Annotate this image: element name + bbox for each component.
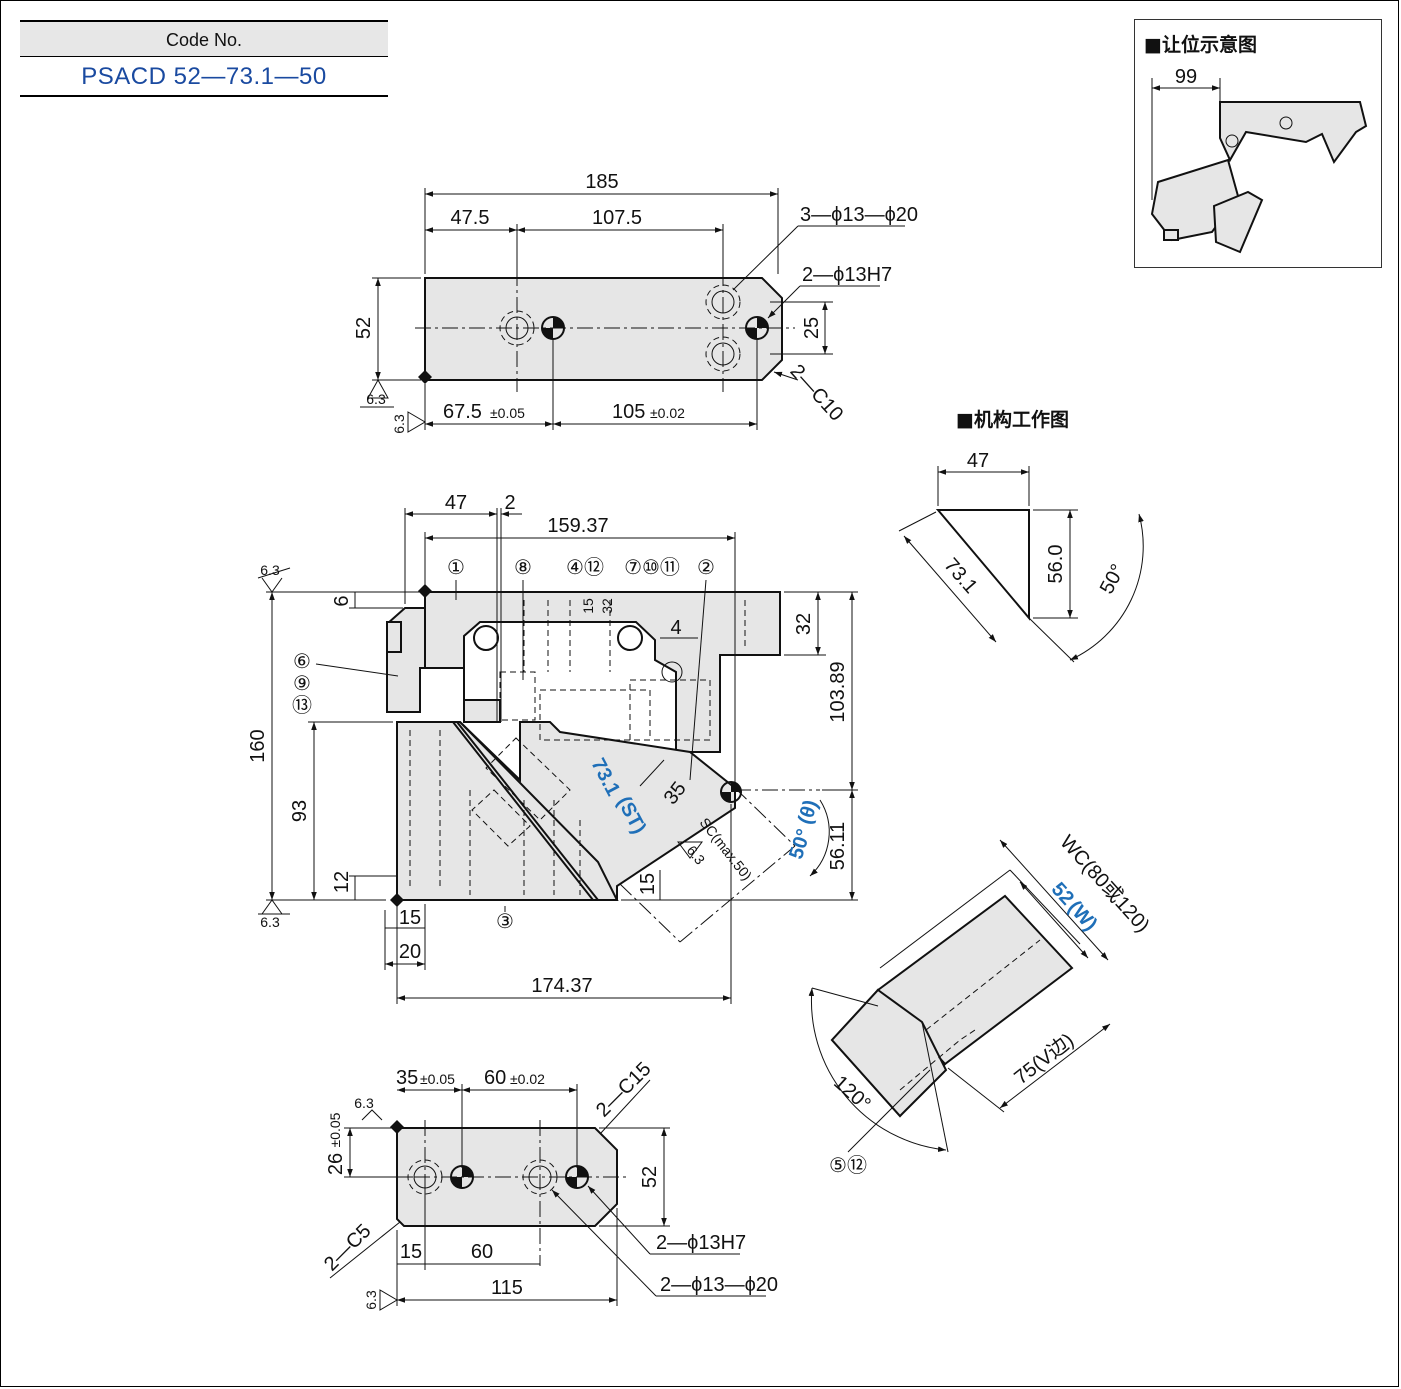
bottom-callout-holes: 2—ϕ13—ϕ20: [660, 1274, 778, 1296]
main-sc: SC(max.50): [697, 815, 756, 884]
clearance-dim-99: 99: [1175, 66, 1197, 88]
bottom-rough-2: 6.3: [363, 1290, 379, 1310]
main-dim-32a: 32: [599, 598, 615, 614]
main-dim-160: 160: [247, 729, 269, 762]
main-dim-32b: 32: [793, 613, 815, 635]
main-dim-4: 4: [670, 617, 681, 639]
mechanism-dim-47: 47: [967, 450, 989, 472]
top-plate-view: 185 47.5 107.5 3—ϕ13—ϕ20 2—ϕ13H7 52 25 2…: [353, 171, 918, 434]
bottom-tol-26: ±0.05: [327, 1112, 343, 1147]
main-dim-56: 56.11: [827, 822, 849, 871]
bottom-chamfer-c15: 2—C15: [592, 1058, 656, 1122]
bottom-dim-60b: 60: [471, 1241, 493, 1263]
label-9: ⑨: [293, 673, 311, 695]
iso-v75: 75(V边): [1010, 1029, 1078, 1090]
top-tol-105: ±0.02: [650, 405, 685, 421]
main-dim-15: 15: [580, 598, 596, 614]
top-callout-pins: 2—ϕ13H7: [802, 264, 892, 286]
main-dim-93: 93: [289, 800, 311, 822]
bottom-dim-60: 60: [484, 1067, 506, 1089]
mechanism-angle-50: 50°: [1096, 561, 1130, 598]
code-table-value: PSACD 52—73.1—50: [20, 57, 388, 97]
label-1: ①: [447, 557, 465, 579]
main-dim-20: 20: [399, 941, 421, 963]
clearance-title: ■让位示意图: [1144, 34, 1257, 56]
bottom-tol-60: ±0.02: [510, 1071, 545, 1087]
bottom-plate-view: 35 ±0.05 60 ±0.02 2—C15 26 ±0.05 6.3 52 …: [320, 1058, 778, 1311]
bottom-dim-26: 26: [325, 1153, 347, 1175]
label-6: ⑥: [293, 651, 311, 673]
label-7-10-11: ⑦⑩⑪: [624, 556, 680, 579]
label-13: ⑬: [292, 694, 312, 717]
main-angle: 50°: [785, 826, 815, 862]
main-dim-15b: 15: [399, 907, 421, 929]
main-dim-159: 159.37: [547, 515, 608, 537]
main-side-view: 47 2 159.37 ① ⑧ ④⑫ ⑦⑩⑪ ② 6 15 32 4 32 10…: [247, 492, 858, 1004]
bottom-dim-52: 52: [639, 1166, 661, 1188]
main-dim-174: 174.37: [531, 975, 592, 997]
mechanism-dim-73: 73.1: [939, 554, 981, 598]
mechanism-title: ■机构工作图: [956, 409, 1069, 431]
main-dim-15c: 15: [637, 873, 659, 895]
main-dim-6: 6: [331, 595, 353, 606]
iso-wedge-view: WC(80或120) 52 (W) 75(V边) 120° ⑤⑫: [808, 831, 1154, 1177]
clearance-sketch: 99: [1150, 66, 1368, 254]
mechanism-dim-56: 56.0: [1045, 545, 1067, 584]
top-callout-holes: 3—ϕ13—ϕ20: [800, 204, 918, 226]
main-dim-103: 103.89: [827, 661, 849, 722]
main-dim-2: 2: [504, 492, 515, 514]
label-4-12: ④⑫: [566, 556, 604, 579]
top-dim-25: 25: [801, 317, 823, 339]
bottom-dim-15: 15: [400, 1241, 422, 1263]
top-rough-2: 6.3: [391, 414, 407, 434]
top-dim-67-5: 67.5: [443, 401, 482, 423]
clearance-inset: [1134, 19, 1382, 268]
main-rough-3: 6.3: [684, 842, 709, 867]
bottom-rough-1: 6.3: [354, 1095, 374, 1111]
main-dim-47: 47: [445, 492, 467, 514]
top-dim-107-5: 107.5: [592, 207, 642, 229]
code-table: Code No. PSACD 52—73.1—50: [20, 20, 388, 97]
bottom-tol-35: ±0.05: [420, 1071, 455, 1087]
top-tol-67-5: ±0.05: [490, 405, 525, 421]
iso-label: ⑤⑫: [829, 1154, 867, 1177]
main-rough-1: 6.3: [260, 562, 280, 578]
iso-wc: WC(80或120): [1055, 831, 1154, 937]
top-dim-47-5: 47.5: [451, 207, 490, 229]
bottom-callout-pins: 2—ϕ13H7: [656, 1232, 746, 1254]
bottom-dim-35: 35: [396, 1067, 418, 1089]
top-chamfer: 2—C10: [786, 360, 848, 425]
bottom-dim-115: 115: [491, 1277, 523, 1299]
main-angle-tag: (θ): [794, 797, 822, 827]
code-table-header: Code No.: [20, 20, 388, 57]
main-dim-12: 12: [331, 871, 353, 893]
label-2: ②: [697, 557, 715, 579]
label-3: ③: [496, 911, 514, 933]
top-dim-52: 52: [353, 317, 375, 339]
top-dim-185: 185: [585, 171, 618, 193]
main-rough-2: 6.3: [260, 914, 280, 930]
label-8: ⑧: [514, 557, 532, 579]
top-rough-1: 6.3: [366, 391, 386, 407]
mechanism-diagram: 47 56.0 73.1 50°: [898, 450, 1144, 663]
top-dim-105: 105: [612, 401, 645, 423]
